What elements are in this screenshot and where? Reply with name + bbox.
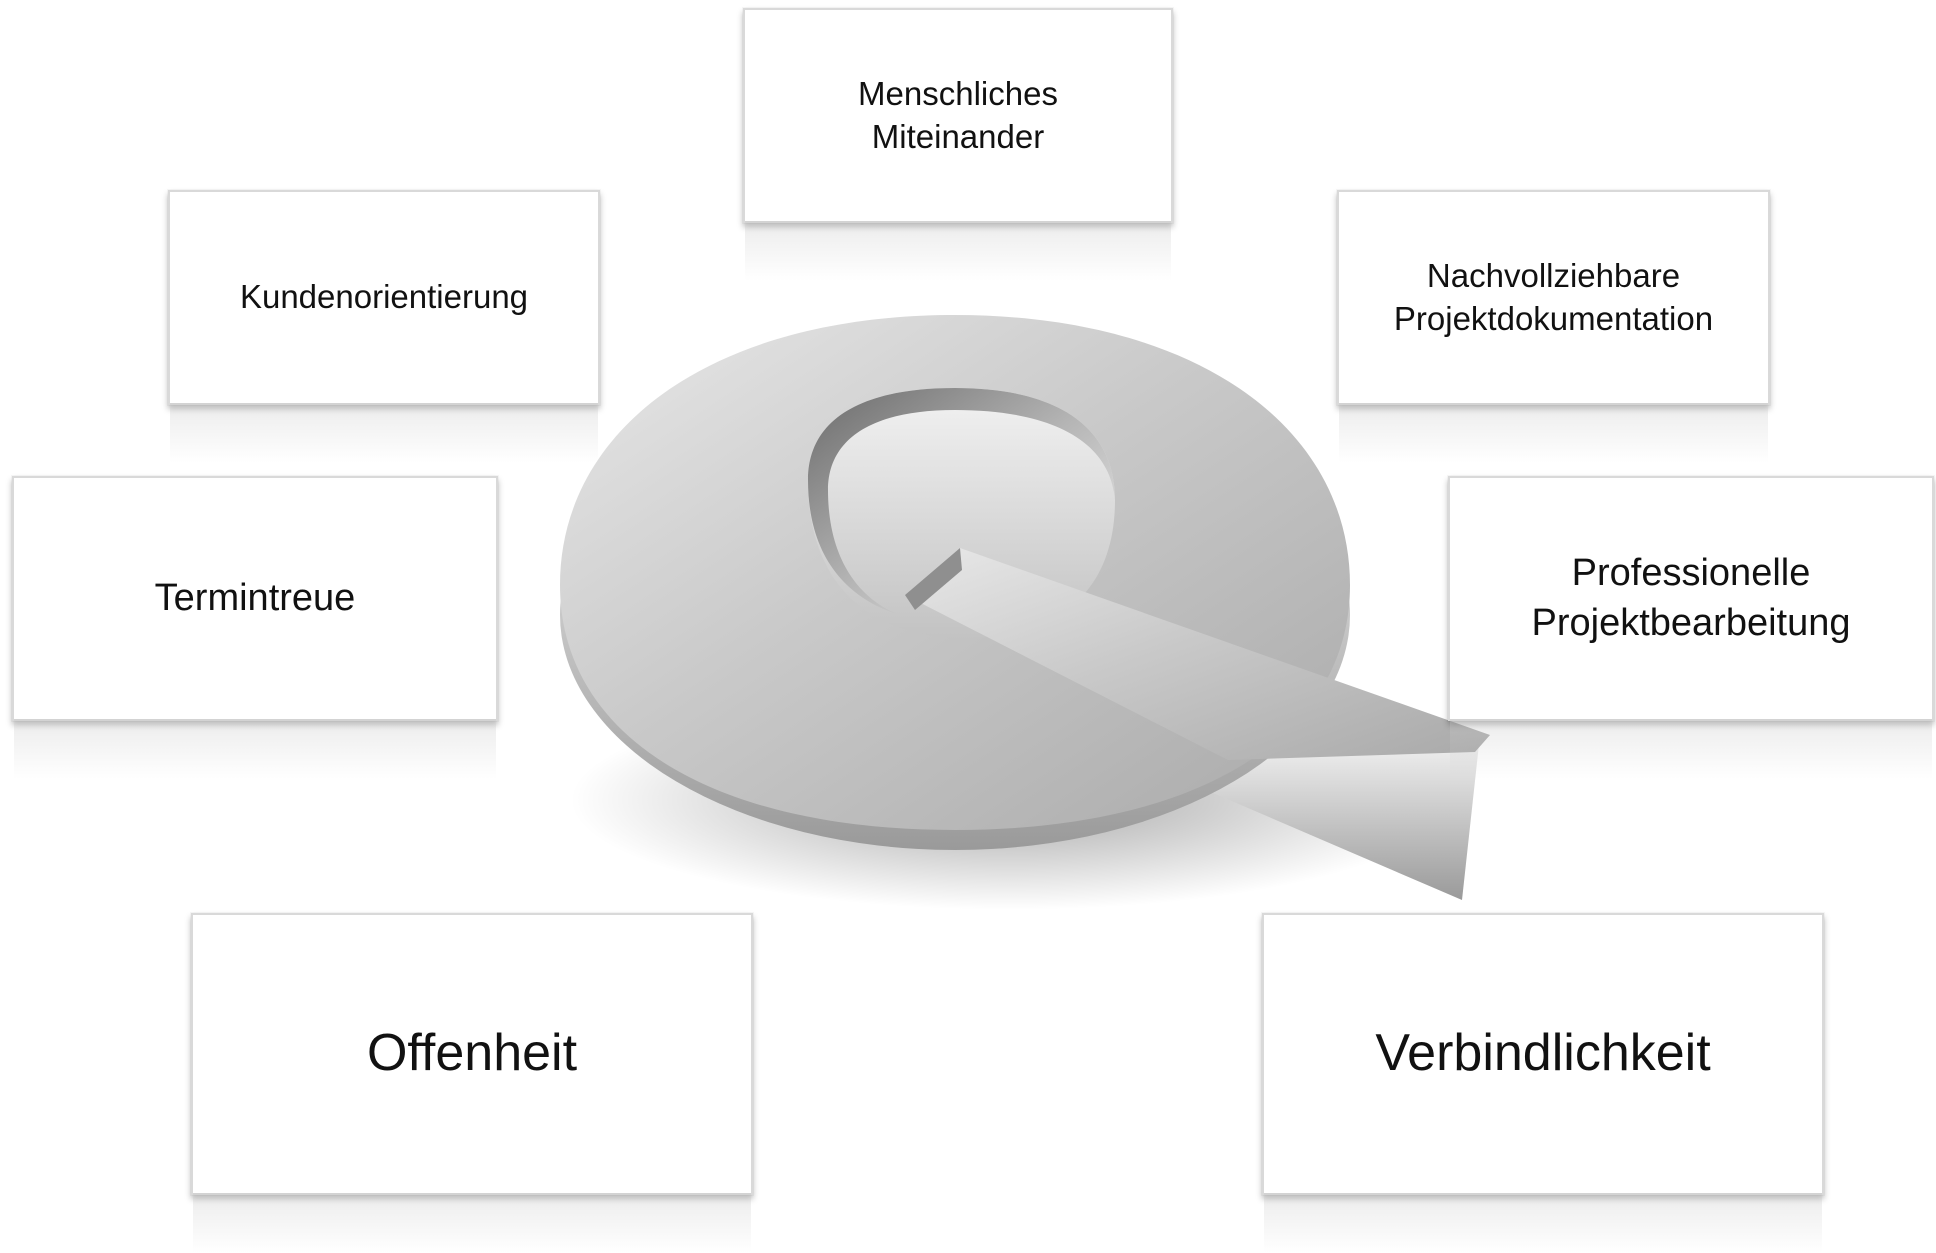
card-label: Kundenorientierung	[239, 278, 529, 316]
card-verbindlichkeit: Verbindlichkeit	[1262, 913, 1824, 1253]
card-label: Nachvollziehbare Projektdokumentation	[1393, 256, 1714, 337]
card-projektbearbeitung: Professionelle Projektbearbeitung	[1448, 476, 1934, 779]
card-label: Termintreue	[154, 576, 356, 619]
card-label: Menschliches Miteinander	[858, 74, 1058, 155]
card-offenheit: Offenheit	[191, 913, 753, 1253]
card-label: Offenheit	[366, 1024, 578, 1083]
card-termintreue: Termintreue	[12, 476, 498, 779]
card-menschliches-miteinander: Menschliches Miteinander	[743, 8, 1173, 281]
card-kundenorientierung: Kundenorientierung	[168, 190, 600, 463]
card-label: Verbindlichkeit	[1375, 1024, 1711, 1083]
card-label: Professionelle Projektbearbeitung	[1531, 552, 1851, 644]
card-projektdokumentation: Nachvollziehbare Projektdokumentation	[1337, 190, 1770, 463]
